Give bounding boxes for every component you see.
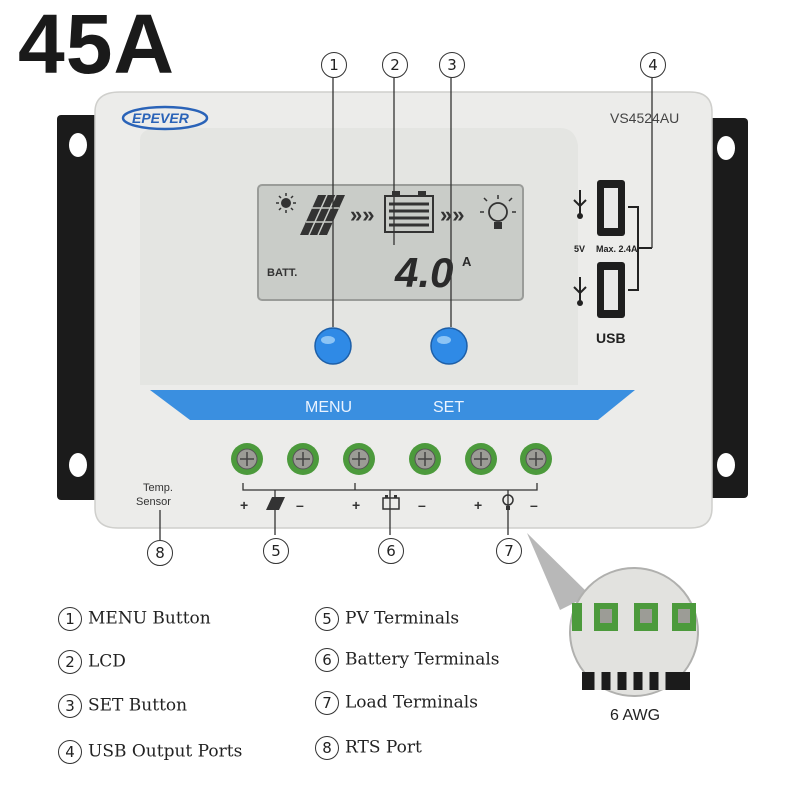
menu-label: MENU — [305, 399, 352, 416]
usb-label: USB — [596, 330, 626, 346]
menu-button[interactable] — [314, 327, 352, 365]
lightbulb-icon — [480, 195, 516, 229]
usb-symbol-icon-2 — [573, 277, 587, 306]
terminal-2[interactable] — [287, 443, 319, 475]
flow-arrows-icon-2: »» — [440, 202, 464, 227]
callout-1: 1 — [321, 52, 347, 78]
temp-sensor-label-line2: Sensor — [136, 496, 171, 508]
load-bulb-icon — [502, 494, 514, 510]
lcd-screen — [257, 184, 524, 301]
lcd-current-unit: A — [462, 254, 472, 269]
flow-arrows-icon: »» — [350, 202, 374, 227]
main-title: 45A — [18, 0, 176, 91]
lcd-batt-label: BATT. — [267, 267, 297, 279]
set-label: SET — [433, 399, 464, 416]
battery-icon — [384, 191, 434, 233]
terminal-1[interactable] — [231, 443, 263, 475]
usb-bracket-line — [628, 206, 652, 291]
battery-plus-sign: + — [352, 497, 360, 513]
terminal-5[interactable] — [465, 443, 497, 475]
pv-minus-sign: – — [296, 497, 304, 513]
usb-symbol-icon — [573, 190, 587, 219]
battery-small-icon — [382, 495, 400, 510]
load-bracket-line — [450, 483, 538, 535]
solar-panel-icon — [300, 194, 345, 236]
sun-icon — [276, 193, 296, 213]
callout-3: 3 — [439, 52, 465, 78]
temp-sensor-label-line1: Temp. — [143, 482, 173, 494]
callout-2: 2 — [382, 52, 408, 78]
callout-4: 4 — [640, 52, 666, 78]
callout-8: 8 — [147, 540, 173, 566]
terminal-3[interactable] — [343, 443, 375, 475]
usb-max-current: Max. 2.4A — [596, 244, 638, 254]
callout-7: 7 — [496, 538, 522, 564]
lcd-current-value: 4.0 — [394, 249, 453, 296]
load-plus-sign: + — [474, 497, 482, 513]
usb-voltage: 5V — [574, 244, 585, 254]
terminal-6[interactable] — [520, 443, 552, 475]
pv-plus-sign: + — [240, 497, 248, 513]
right-mount-hole-bottom — [717, 453, 735, 477]
left-mount-hole-bottom — [69, 453, 87, 477]
callout-5: 5 — [263, 538, 289, 564]
set-button[interactable] — [430, 327, 468, 365]
zoom-pointer — [527, 533, 590, 610]
brand-logo-text: EPEVER — [132, 110, 190, 126]
button-label-band — [150, 390, 635, 420]
zoom-inset — [569, 567, 699, 697]
terminal-4[interactable] — [409, 443, 441, 475]
pv-panel-icon — [266, 497, 285, 510]
zoom-label: 6 AWG — [610, 707, 660, 724]
left-mount-hole-top — [69, 133, 87, 157]
model-number: VS4524AU — [610, 110, 679, 126]
brand-logo — [121, 105, 209, 131]
battery-minus-sign: – — [418, 497, 426, 513]
load-minus-sign: – — [530, 497, 538, 513]
right-mount-hole-top — [717, 136, 735, 160]
callout-6: 6 — [378, 538, 404, 564]
left-bracket — [57, 115, 105, 500]
